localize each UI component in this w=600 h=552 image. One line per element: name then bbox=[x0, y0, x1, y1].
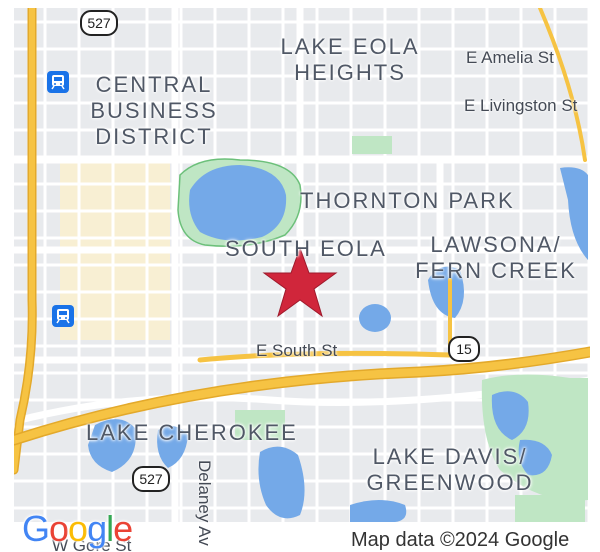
logo-letter: l bbox=[106, 508, 114, 549]
label-lake-cherokee: LAKE CHEROKEE bbox=[86, 420, 298, 445]
transit-station-icon[interactable] bbox=[47, 71, 69, 93]
street-label-delaney: Delaney Av bbox=[195, 460, 214, 546]
street-label-w-gore: W Gore St bbox=[52, 536, 132, 552]
street-label-e-livingston: E Livingston St bbox=[464, 96, 578, 115]
route-shield-527-top: 527 bbox=[80, 10, 118, 36]
route-shield-527-bottom: 527 bbox=[132, 466, 170, 492]
logo-letter: g bbox=[87, 508, 107, 549]
logo-letter: o bbox=[49, 508, 69, 549]
label-central-business-district: CENTRAL BUSINESS DISTRICT bbox=[90, 72, 218, 149]
transit-station-icon[interactable] bbox=[52, 305, 74, 327]
logo-letter: e bbox=[113, 508, 133, 549]
route-shield-15: 15 bbox=[448, 336, 480, 362]
label-lake-davis-greenwood: LAKE DAVIS/ GREENWOOD bbox=[366, 444, 534, 495]
google-logo: Google bbox=[22, 508, 133, 550]
label-thornton-park: THORNTON PARK bbox=[300, 188, 515, 213]
street-label-e-south: E South St bbox=[256, 341, 338, 360]
map-attribution[interactable]: Map data ©2024 Google bbox=[347, 526, 576, 552]
logo-letter: G bbox=[22, 508, 50, 549]
street-label-e-amelia: E Amelia St bbox=[466, 48, 554, 67]
logo-letter: o bbox=[68, 508, 88, 549]
label-lake-eola-heights: LAKE EOLA HEIGHTS bbox=[280, 34, 420, 85]
star-marker-icon[interactable] bbox=[262, 246, 338, 318]
label-lawsona-fern-creek: LAWSONA/ FERN CREEK bbox=[415, 232, 577, 283]
label-south-eola: SOUTH EOLA bbox=[225, 236, 387, 261]
